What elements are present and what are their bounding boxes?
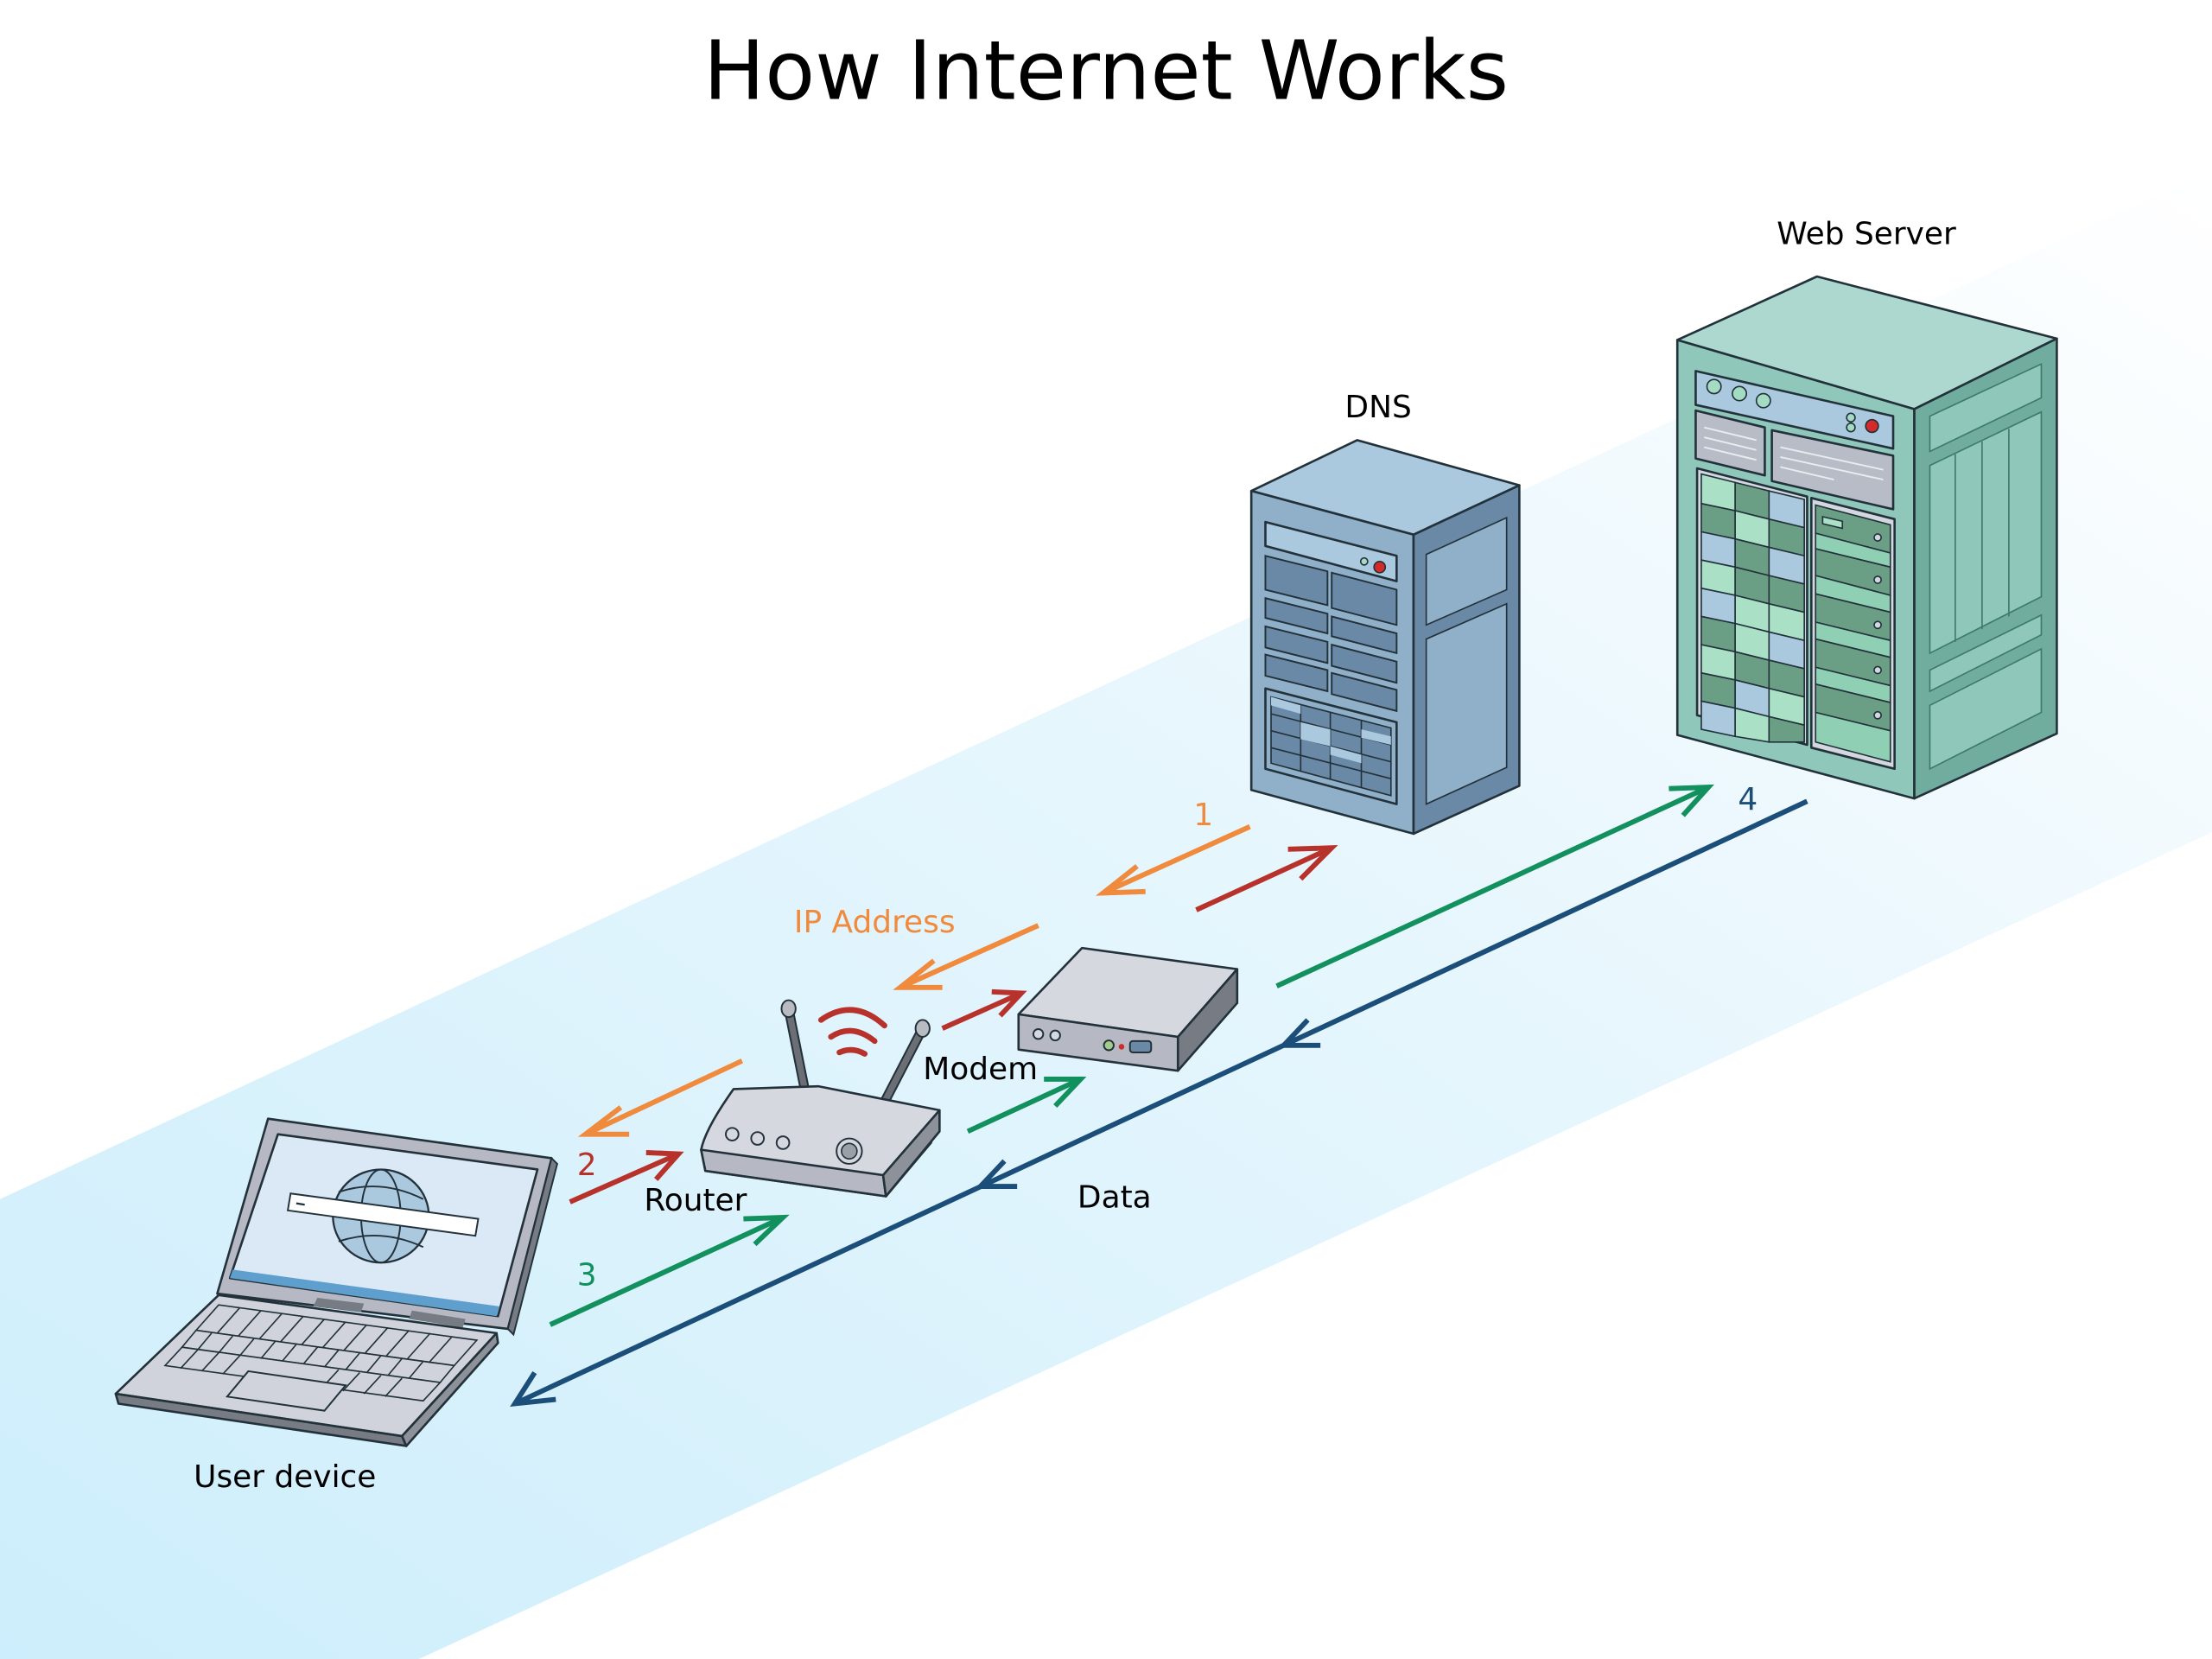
ip-address-label: IP Address [794, 905, 956, 940]
arrow-modem-to-webserver [1275, 784, 1714, 988]
storage-grid [1695, 467, 1808, 747]
browser-address-bar [286, 1192, 480, 1237]
router-icon [700, 999, 941, 1198]
arrow-router-to-modem [941, 988, 1027, 1031]
trackpad [225, 1370, 347, 1412]
web-server-icon [1675, 275, 2058, 800]
keyboard [163, 1304, 479, 1402]
page-title: How Internet Works [703, 23, 1509, 118]
modem-label: Modem [923, 1052, 1038, 1087]
dns-server-icon [1249, 439, 1521, 836]
arrow-laptop-request-green [549, 1214, 790, 1327]
step-4-label: 4 [1738, 782, 1758, 817]
network-path-band [0, 168, 2212, 1659]
arrow-ip-to-router [893, 923, 1039, 990]
step-2-label: 2 [577, 1147, 597, 1183]
router-label: Router [644, 1183, 747, 1218]
arrow-request-to-dns [1195, 845, 1338, 912]
user-laptop-icon [114, 1117, 558, 1447]
dns-label: DNS [1344, 390, 1411, 425]
data-label: Data [1077, 1180, 1152, 1216]
arrow-dns-response [1095, 824, 1251, 896]
user-device-label: User device [194, 1459, 376, 1495]
arrow-router-to-laptop [577, 1058, 744, 1137]
step-1-label: 1 [1193, 798, 1213, 833]
drive-bays [1810, 497, 1896, 771]
web-server-label: Web Server [1777, 216, 1956, 251]
modem-icon [1017, 946, 1239, 1072]
wifi-signal-icon [817, 1007, 887, 1057]
flow-arrows [510, 784, 1808, 1408]
arrow-laptop-to-router [569, 1149, 684, 1205]
step-3-label: 3 [577, 1257, 597, 1293]
arrow-data-return [510, 798, 1808, 1408]
arrow-router-to-modem-green [966, 1077, 1087, 1135]
